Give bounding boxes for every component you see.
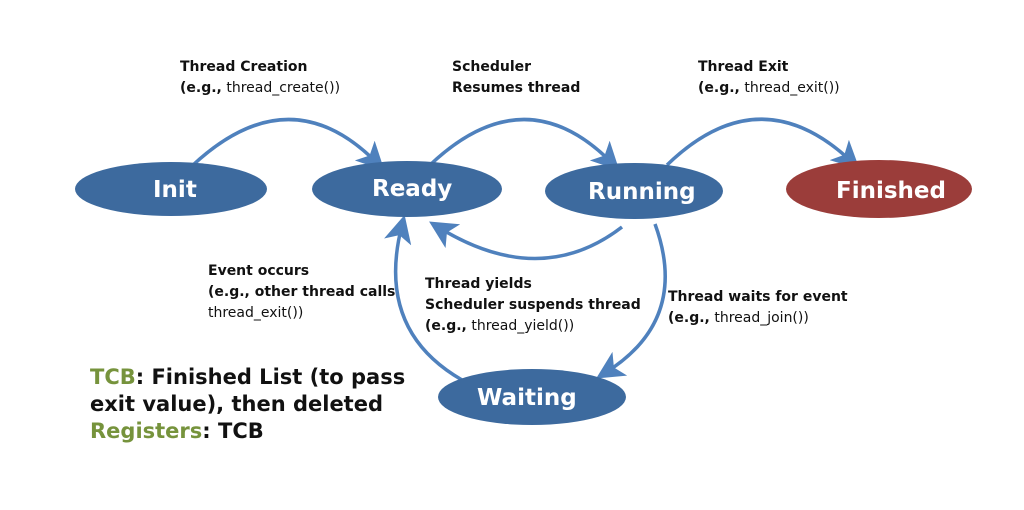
label-scheduler-line2: Resumes thread (452, 80, 581, 96)
state-init-node (75, 162, 267, 216)
label-waits-eg: (e.g., (668, 310, 710, 326)
state-running-label: Running (588, 179, 696, 205)
state-waiting-node (438, 369, 626, 425)
tcb-note-line1: TCB: Finished List (to pass (90, 364, 405, 391)
arrow-init-to-ready (191, 117, 385, 171)
state-ready-label: Ready (372, 176, 452, 202)
label-scheduler-line1: Scheduler (452, 59, 532, 75)
label-thread-exit-title: Thread Exit (698, 59, 789, 75)
label-yield-line1: Thread yields (425, 276, 532, 292)
arrow-running-to-waiting (596, 223, 667, 379)
label-event-occurs: Event occurs (e.g., other thread calls t… (208, 261, 395, 324)
state-init-label: Init (153, 177, 197, 203)
tcb-note: TCB: Finished List (to pass exit value),… (90, 364, 405, 445)
state-finished-node (786, 160, 972, 218)
arrow-running-to-ready (429, 221, 624, 261)
label-waits-title: Thread waits for event (668, 289, 848, 305)
tcb-term: TCB (90, 365, 136, 389)
label-thread-exit-example: (e.g., thread_exit()) (698, 78, 840, 99)
label-thread-exit-eg: (e.g., (698, 80, 740, 96)
label-thread-waits: Thread waits for event (e.g., thread_joi… (668, 287, 848, 329)
tcb-note-line2: exit value), then deleted (90, 392, 383, 416)
label-thread-creation-call: thread_create()) (226, 80, 341, 96)
label-event-line2: (e.g., other thread calls (208, 284, 396, 300)
arrow-waiting-to-ready (384, 214, 463, 382)
label-thread-yields: Thread yields Scheduler suspends thread … (425, 274, 641, 337)
label-event-call: thread_exit()) (208, 305, 304, 321)
label-thread-creation-title: Thread Creation (180, 59, 308, 75)
label-waits-call: thread_join()) (714, 310, 809, 326)
registers-text: : TCB (202, 419, 264, 443)
label-yield-line2: Scheduler suspends thread (425, 297, 641, 313)
label-waits-example: (e.g., thread_join()) (668, 308, 848, 329)
label-yield-call: thread_yield()) (471, 318, 575, 334)
registers-term: Registers (90, 419, 203, 443)
label-thread-exit-call: thread_exit()) (744, 80, 840, 96)
label-yield-example: (e.g., thread_yield()) (425, 316, 641, 337)
label-yield-eg: (e.g., (425, 318, 467, 334)
label-thread-creation: Thread Creation (e.g., thread_create()) (180, 57, 340, 99)
label-thread-creation-example: (e.g., thread_create()) (180, 78, 340, 99)
state-finished-label: Finished (836, 178, 946, 204)
state-running-node (545, 163, 723, 219)
tcb-text: : Finished List (to pass (135, 365, 406, 389)
tcb-note-line3: Registers: TCB (90, 418, 405, 445)
label-scheduler-resumes: Scheduler Resumes thread (452, 57, 580, 99)
label-thread-creation-eg: (e.g., (180, 80, 222, 96)
state-ready-node (312, 161, 502, 217)
arrow-running-to-finished (665, 117, 860, 170)
label-event-line1: Event occurs (208, 263, 310, 279)
arrow-ready-to-running (428, 117, 620, 171)
label-thread-exit: Thread Exit (e.g., thread_exit()) (698, 57, 840, 99)
state-waiting-label: Waiting (477, 385, 577, 411)
